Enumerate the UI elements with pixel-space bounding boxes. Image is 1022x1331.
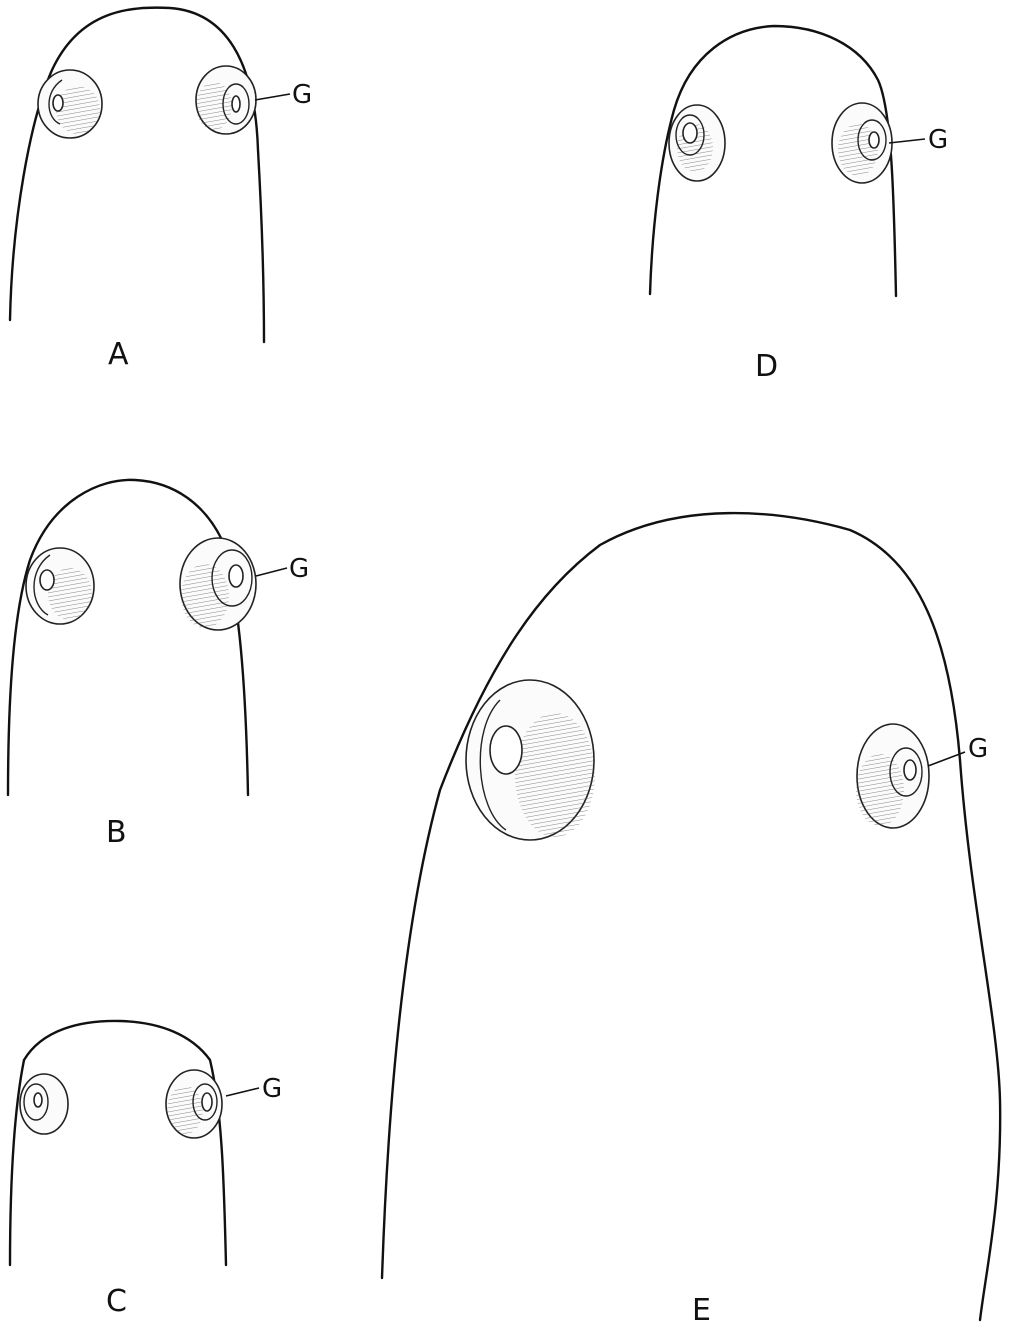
figure-b-gland-leader [256,568,287,576]
figure-c-right-gland [166,1070,222,1138]
figure-b-right-gland [180,538,256,630]
figure-e-label: E [692,1293,711,1328]
figure-e-outline [382,513,1000,1320]
figure-d-label: D [755,349,778,384]
figure-a-left-gland [38,70,102,138]
figure-d-right-gland [832,103,892,183]
figure-c-label: C [106,1284,127,1319]
figure-b-left-gland [26,548,94,624]
figure-c-gland-label: G [262,1074,282,1104]
figure-c-left-gland [20,1074,68,1134]
figure-d-gland-leader [889,139,925,143]
figure-a-gland-leader [255,94,290,100]
figure-a-gland-label: G [292,80,312,110]
figure-d: G D [650,26,948,384]
figure-d-left-gland [669,105,725,181]
figure-e-right-gland [856,724,929,828]
figure-c: G C [10,1021,282,1319]
figure-c-gland-leader [226,1088,259,1096]
figure-a-label: A [108,337,129,372]
figure-b-outline [8,480,248,795]
figure-a-right-gland [196,66,256,134]
figure-b-label: B [106,815,127,850]
figure-e: G E [382,513,1000,1328]
figure-a-outline [10,8,264,342]
figure-b: G B [8,480,309,850]
figure-c-outline [10,1021,226,1265]
figure-e-left-gland [466,680,595,840]
figure-e-gland-label: G [968,734,988,764]
figure-b-gland-label: G [289,554,309,584]
figure-d-gland-label: G [928,125,948,155]
figure-a: G A [10,8,312,372]
